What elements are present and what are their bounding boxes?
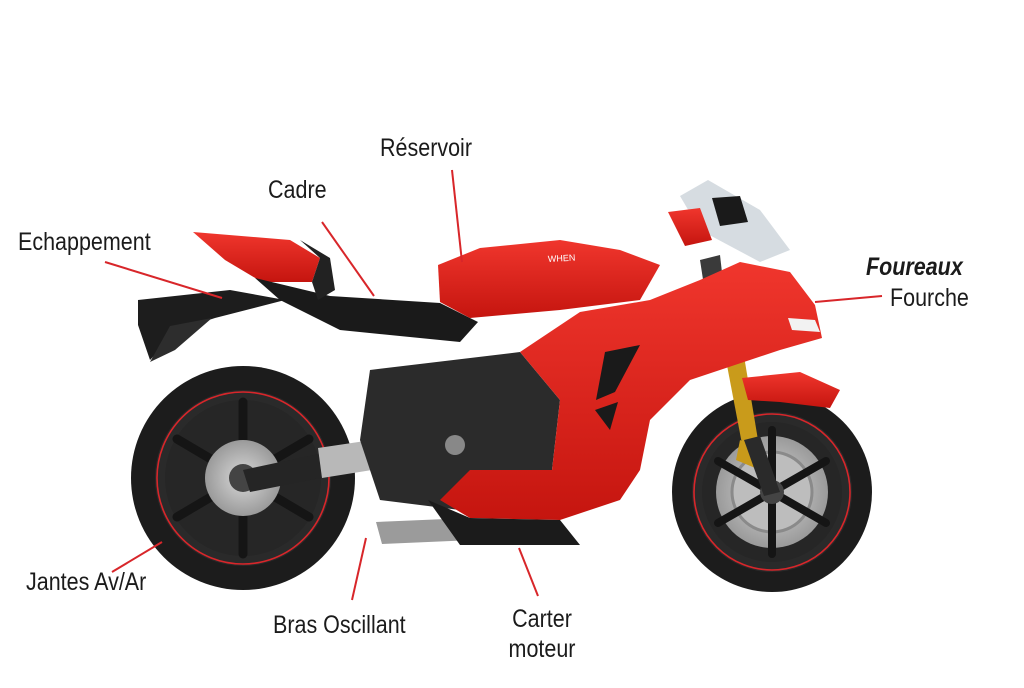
fuel-tank-shape (438, 240, 660, 318)
leader-line-cadre (321, 221, 375, 297)
leader-line-bras (351, 537, 367, 601)
label-carter-line2: moteur (508, 635, 576, 663)
rear-wheel (131, 366, 355, 590)
label-foureaux: Foureaux (866, 253, 963, 281)
tail-fairing-shape (193, 232, 320, 282)
label-jantes: Jantes Av/Ar (26, 568, 147, 596)
front-fender-shape (742, 372, 840, 408)
tail-exhaust-shape (138, 290, 285, 360)
leader-line-reservoir (451, 169, 463, 263)
leader-line-jantes (111, 541, 163, 573)
seat-shape (255, 278, 478, 342)
label-bras-oscillant: Bras Oscillant (273, 611, 406, 639)
label-carter-line1: Carter (512, 605, 572, 633)
tank-badge: WHEN (548, 253, 576, 264)
label-cadre: Cadre (268, 176, 327, 204)
label-fourche: Fourche (890, 284, 969, 312)
main-fairing-shape (440, 262, 822, 520)
leader-line-carter (518, 547, 539, 597)
leader-line-fourche (814, 295, 883, 303)
leader-line-echappement (104, 261, 223, 299)
label-reservoir: Réservoir (380, 134, 473, 162)
label-echappement: Echappement (18, 228, 151, 256)
label-carter-moteur: Carter moteur (490, 604, 593, 664)
